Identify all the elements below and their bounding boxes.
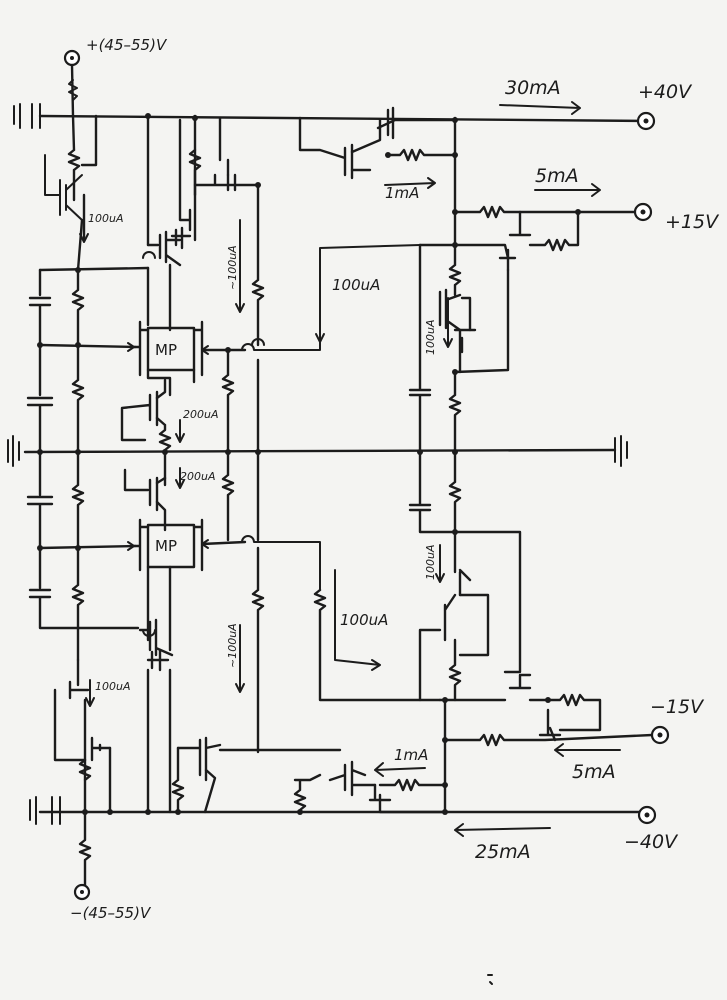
upper-cascode (142, 113, 202, 332)
current-1ma-bot-label: 1mA (394, 746, 428, 764)
top-supply-label: +(45–55)V (86, 36, 168, 54)
pos15-label: +15V (665, 211, 720, 233)
current-100ua-left-bot-label: 100uA (95, 680, 131, 693)
upper-regulator (315, 242, 510, 455)
lower-regulator (334, 450, 670, 814)
ground-symbol-right (614, 435, 628, 467)
bottom-output-stage (293, 743, 657, 837)
current-100ua-right-top-label: 100uA (424, 320, 437, 356)
current-100ua-left-top-label: 100uA (88, 212, 124, 225)
bias-mirror (120, 378, 185, 532)
top-output-stage (298, 101, 656, 272)
paper-smudge (487, 974, 493, 985)
mp-top-label: MP (155, 341, 177, 359)
current-25ma-label: 25mA (475, 841, 531, 863)
rail-capacitor-top (13, 103, 41, 129)
ground-rail (23, 448, 617, 454)
current-30ma-label: 30mA (505, 77, 561, 99)
mp-bottom-label: MP (155, 537, 177, 555)
bottom-supply-label: −(45–55)V (70, 904, 152, 922)
mid-columns (193, 116, 265, 754)
current-100ua-bot-mid-label: 100uA (424, 545, 437, 581)
current-100ua-reg-top-label: 100uA (332, 276, 380, 294)
current-5ma-bot-label: 5mA (572, 761, 616, 783)
mp-device-top: MP (127, 244, 421, 397)
neg40-label: −40V (624, 831, 679, 853)
current-200ua-b-label: 200uA (180, 470, 216, 483)
left-ladder (26, 266, 150, 662)
current-100ua-reg-bot-label: 100uA (340, 611, 388, 629)
pos40-label: +40V (638, 81, 693, 103)
positive-rail (38, 114, 652, 123)
rail-capacitor-bottom (29, 796, 61, 825)
current-100ua-vert-bot-label: ~100uA (226, 623, 239, 668)
ground-symbol-left (7, 435, 20, 467)
neg15-label: −15V (650, 696, 705, 718)
mp-device-bottom: MP (127, 518, 442, 702)
current-200ua-a-label: 200uA (183, 408, 219, 421)
current-5ma-top-label: 5mA (535, 165, 579, 187)
left-current-source-bottom (53, 658, 113, 901)
current-100ua-vert-top-label: ~100uA (226, 245, 239, 290)
current-1ma-top-label: 1mA (385, 184, 419, 202)
lower-cascode (138, 618, 342, 815)
top-supply-feed (63, 49, 81, 118)
left-current-source-top (44, 114, 98, 272)
